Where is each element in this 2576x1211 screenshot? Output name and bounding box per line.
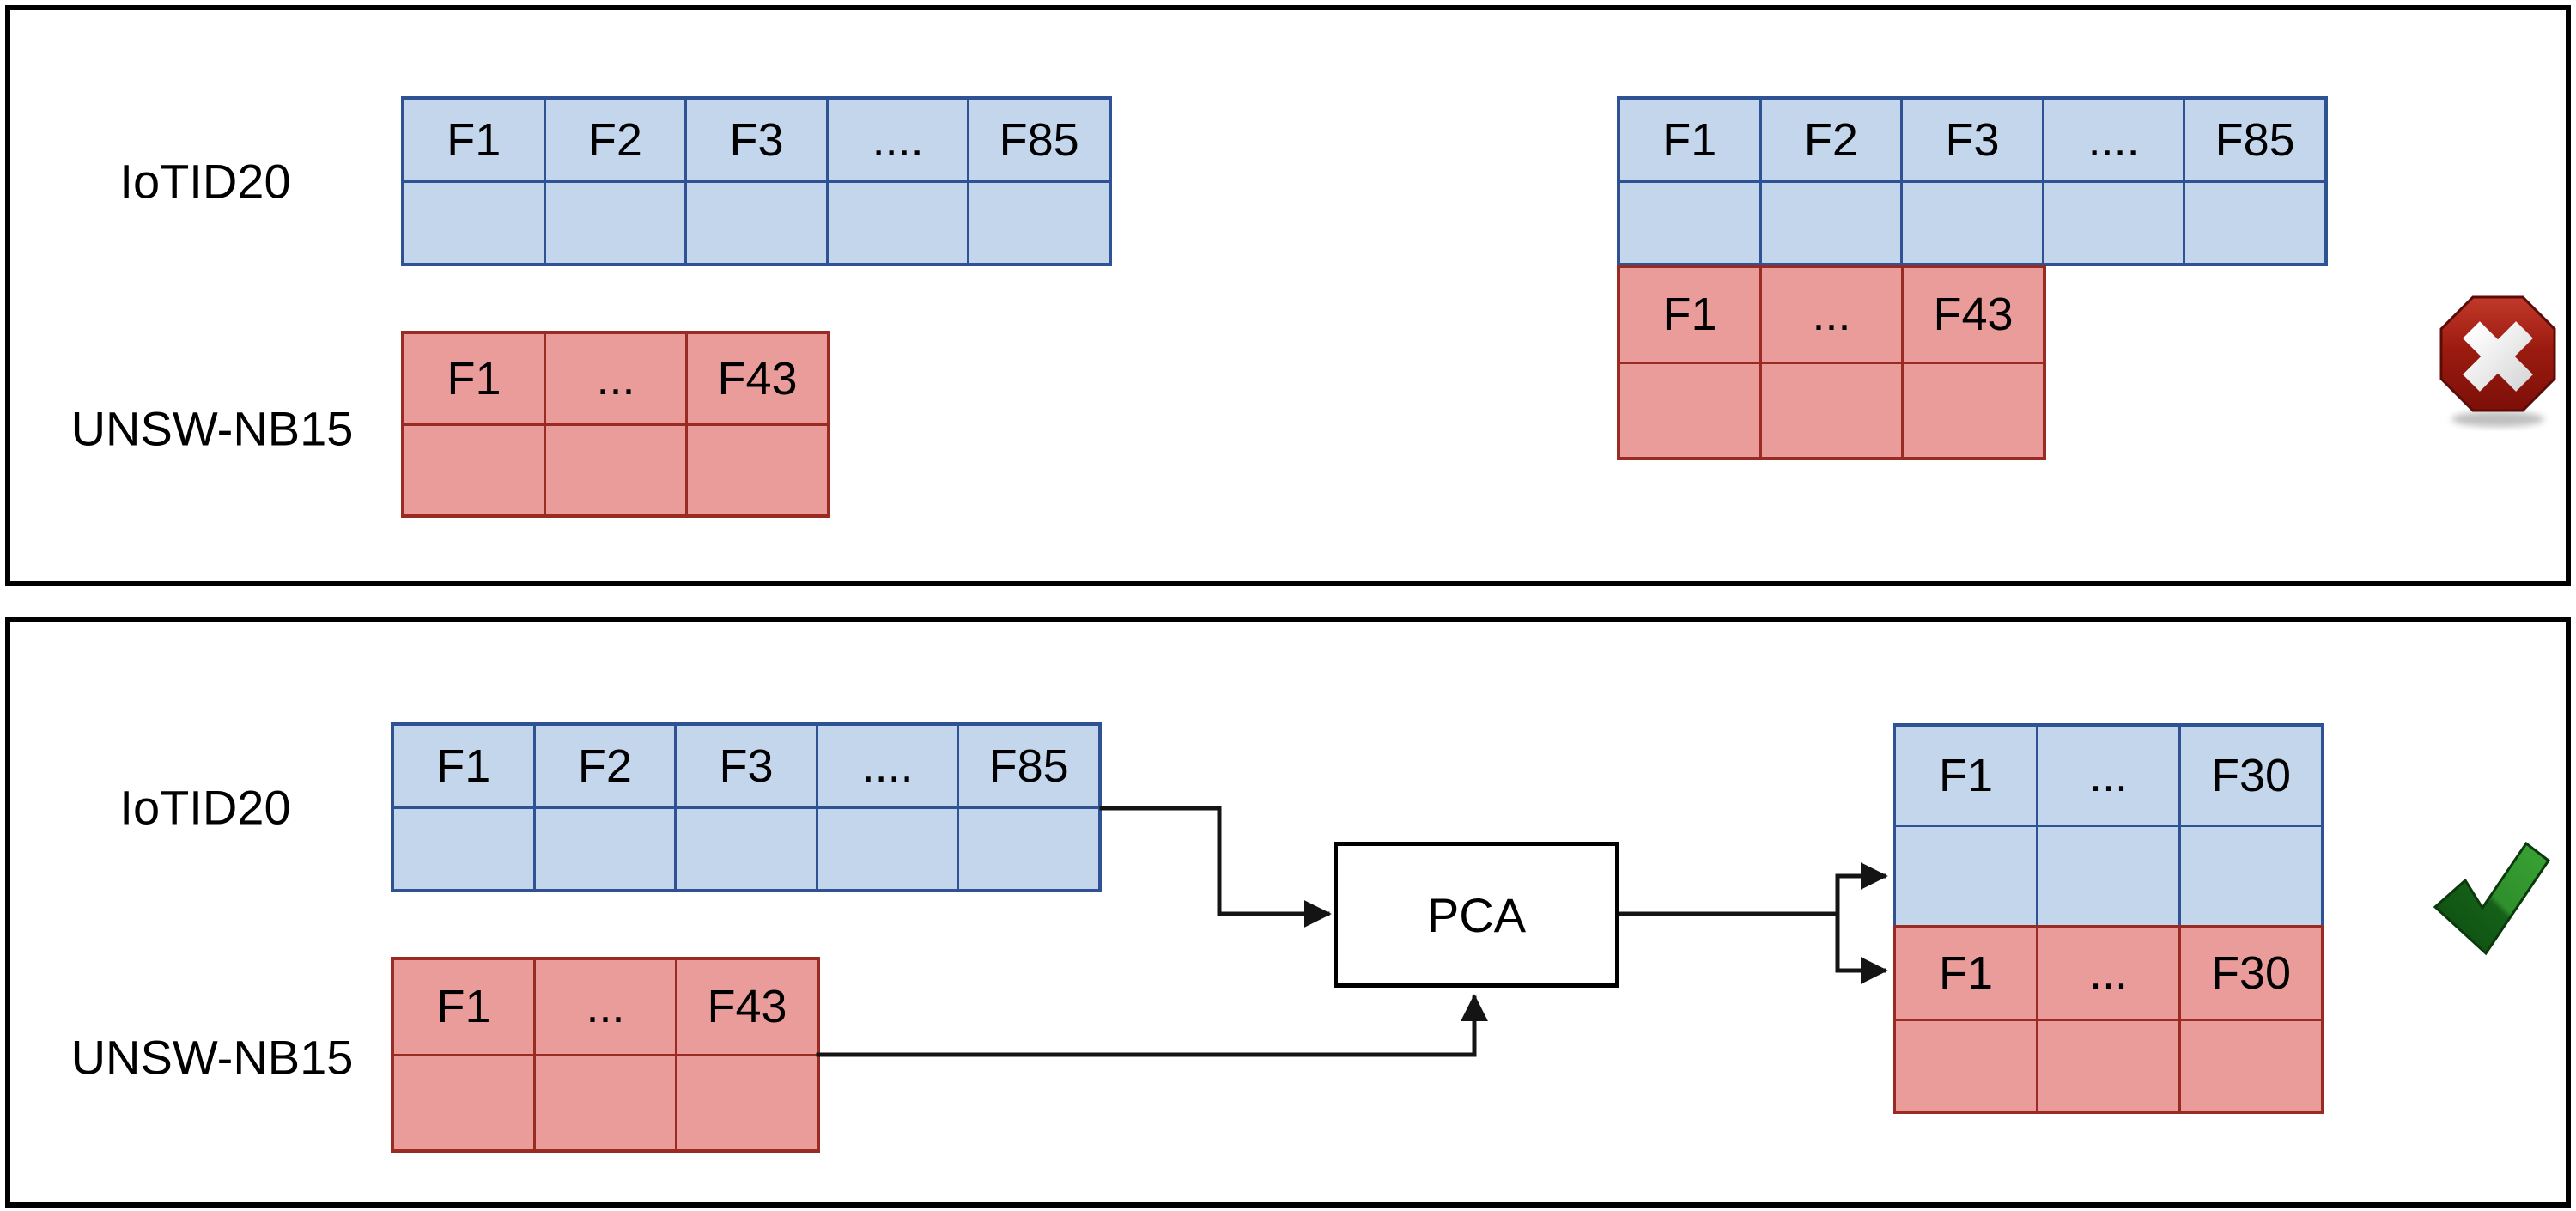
feature-header-cell: F85 — [969, 100, 1109, 180]
empty-data-cell — [404, 182, 544, 263]
feature-header-cell: F85 — [2185, 100, 2324, 180]
feature-header-cell: F1 — [1620, 100, 1759, 180]
empty-data-cell — [1761, 182, 1901, 263]
empty-data-cell — [2038, 827, 2178, 925]
empty-data-cell — [1896, 827, 2036, 925]
feature-header-cell: F1 — [404, 100, 544, 180]
empty-data-cell — [1620, 363, 1759, 457]
empty-data-cell — [817, 808, 957, 889]
feature-header-cell: F30 — [2181, 727, 2321, 825]
stacked-unsw-table: F1 ... F43 — [1617, 265, 2046, 460]
feature-header-cell: F1 — [394, 726, 533, 806]
iotid20-table-bottom: F1 F2 F3 .... F85 — [391, 722, 1102, 892]
feature-header-cell: F85 — [959, 726, 1098, 806]
empty-data-cell — [404, 425, 544, 514]
empty-data-cell — [828, 182, 968, 263]
feature-header-cell: F3 — [687, 100, 826, 180]
pca-label: PCA — [1426, 887, 1527, 942]
feature-header-cell: F30 — [2181, 928, 2321, 1019]
empty-data-cell — [546, 425, 685, 514]
empty-data-cell — [394, 1056, 533, 1149]
unsw-table-bottom: F1 ... F43 — [391, 957, 820, 1153]
feature-header-cell: F43 — [677, 960, 817, 1054]
empty-data-cell — [1896, 1020, 2036, 1111]
feature-header-cell: F1 — [404, 334, 544, 423]
feature-header-cell: F2 — [1761, 100, 1901, 180]
empty-data-cell — [535, 808, 675, 889]
empty-data-cell — [687, 182, 826, 263]
empty-data-cell — [677, 808, 816, 889]
feature-header-cell: F1 — [394, 960, 533, 1054]
empty-data-cell — [394, 808, 533, 889]
feature-header-cell: F3 — [677, 726, 816, 806]
empty-data-cell — [545, 182, 685, 263]
feature-header-cell: F1 — [1896, 928, 2036, 1019]
empty-data-cell — [677, 1056, 817, 1149]
result-unsw-table: F1 ... F30 — [1893, 925, 2324, 1114]
feature-header-cell: F3 — [1903, 100, 2042, 180]
unsw-table: F1 ... F43 — [401, 331, 830, 518]
feature-header-cell: ... — [546, 334, 685, 423]
empty-data-cell — [2044, 182, 2184, 263]
feature-header-cell: F2 — [535, 726, 675, 806]
feature-header-cell: .... — [2044, 100, 2184, 180]
unsw-label: UNSW-NB15 — [70, 1030, 354, 1085]
feature-header-cell: ... — [2038, 727, 2178, 825]
iotid20-label: IoTID20 — [119, 780, 291, 835]
empty-data-cell — [536, 1056, 675, 1149]
feature-header-cell: ... — [1762, 268, 1901, 362]
empty-data-cell — [2181, 827, 2321, 925]
feature-header-cell: F43 — [1904, 268, 2043, 362]
unsw-label: UNSW-NB15 — [70, 401, 354, 456]
feature-header-cell: .... — [817, 726, 957, 806]
feature-header-cell: F1 — [1896, 727, 2036, 825]
empty-data-cell — [1620, 182, 1759, 263]
empty-data-cell — [969, 182, 1109, 263]
iotid20-table: F1 F2 F3 .... F85 — [401, 96, 1112, 266]
empty-data-cell — [959, 808, 1098, 889]
feature-header-cell: F43 — [688, 334, 827, 423]
arrow-iotid20-to-pca — [1099, 806, 1332, 928]
empty-data-cell — [2038, 1020, 2178, 1111]
feature-header-cell: ... — [2038, 928, 2178, 1019]
iotid20-label: IoTID20 — [119, 154, 291, 209]
pca-process-box: PCA — [1334, 842, 1619, 988]
feature-header-cell: ... — [536, 960, 675, 1054]
empty-data-cell — [688, 425, 827, 514]
result-iotid20-table: F1 ... F30 — [1893, 723, 2324, 928]
feature-header-cell: F1 — [1620, 268, 1759, 362]
arrow-unsw-to-pca — [816, 994, 1489, 1057]
empty-data-cell — [1903, 182, 2042, 263]
error-cross-icon — [2439, 295, 2556, 427]
feature-header-cell: F2 — [545, 100, 685, 180]
empty-data-cell — [1762, 363, 1901, 457]
feature-header-cell: .... — [828, 100, 968, 180]
empty-data-cell — [2185, 182, 2324, 263]
empty-data-cell — [1904, 363, 2043, 457]
empty-data-cell — [2181, 1020, 2321, 1111]
top-panel: IoTID20 F1 F2 F3 .... F85 UNSW-NB15 F1 .… — [5, 5, 2571, 586]
success-check-icon — [2433, 841, 2551, 956]
